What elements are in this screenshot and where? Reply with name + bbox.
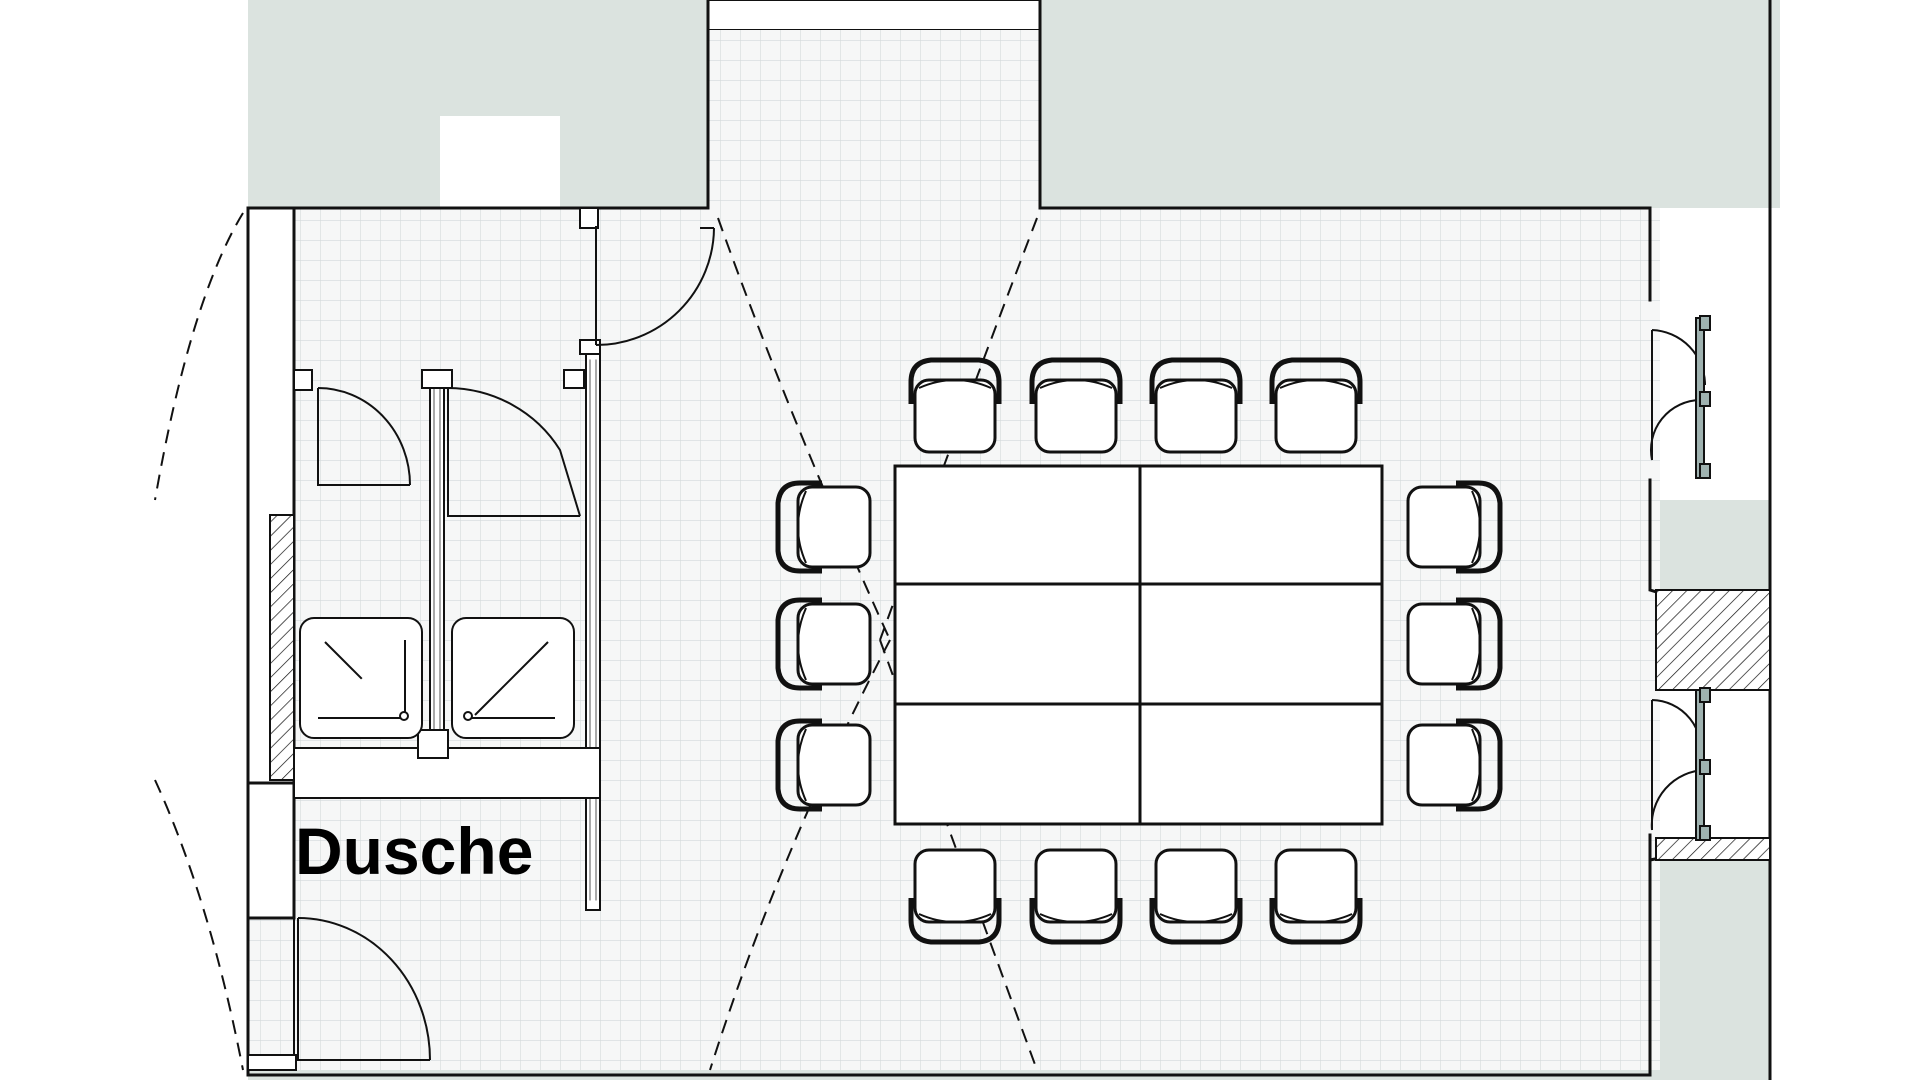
window-icon: [1695, 315, 1711, 841]
shower-tray-icon: [299, 617, 575, 739]
room-label: Dusche: [295, 814, 534, 888]
conference-table-icon: [893, 464, 1384, 826]
walls: [246, 0, 1772, 1080]
surrounding-area: [248, 0, 1780, 1080]
